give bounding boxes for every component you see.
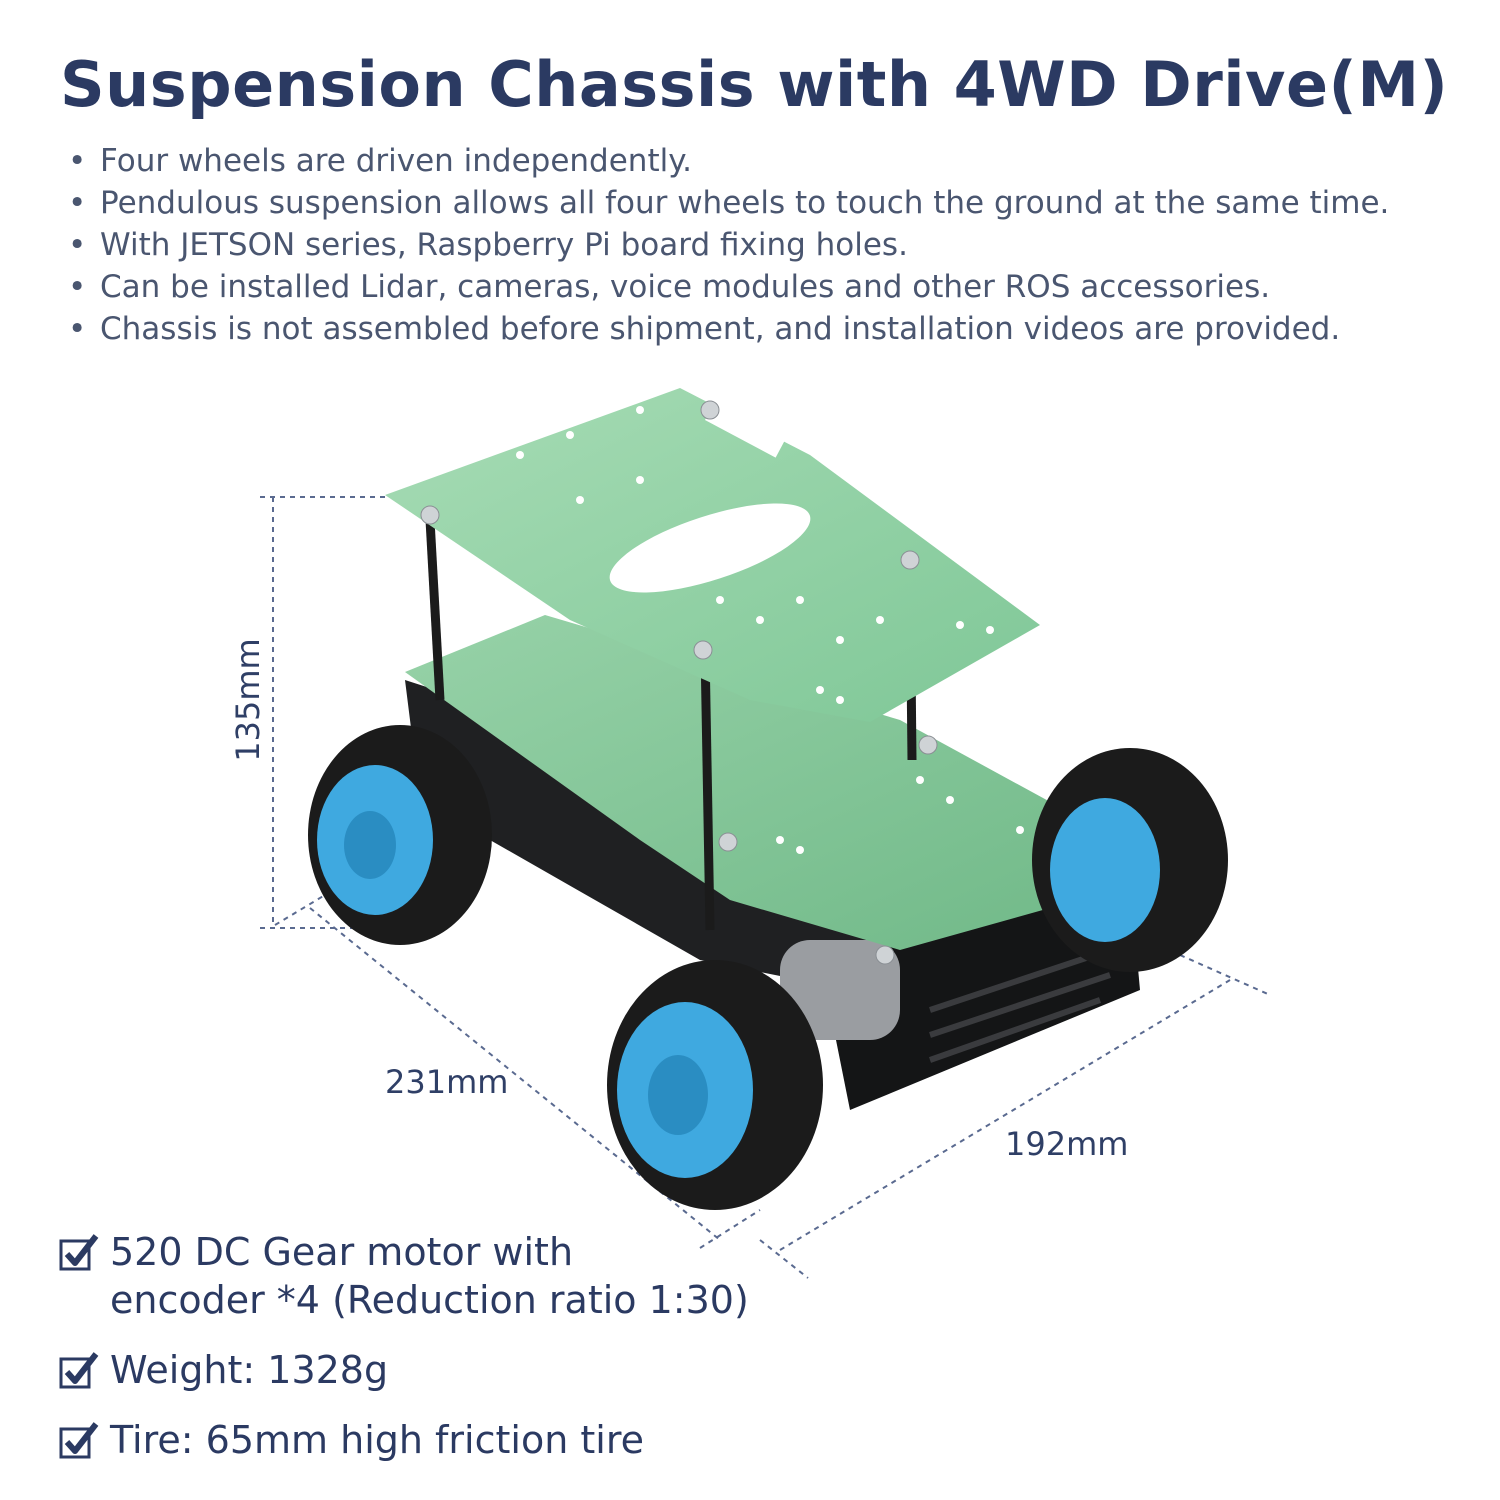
checkbox-checked-icon xyxy=(59,1234,99,1271)
spec-motor-line1: 520 DC Gear motor with xyxy=(110,1230,574,1274)
feature-item: Can be installed Lidar, cameras, voice m… xyxy=(62,266,1389,308)
feature-item: With JETSON series, Raspberry Pi board f… xyxy=(62,224,1389,266)
length-dimension: 231mm xyxy=(385,1063,509,1101)
checkbox-checked-icon xyxy=(59,1422,99,1459)
checkbox-checked-icon xyxy=(59,1352,99,1389)
spec-item-tire: Tire: 65mm high friction tire xyxy=(58,1416,749,1464)
spec-list: 520 DC Gear motor with encoder *4 (Reduc… xyxy=(58,1228,749,1486)
feature-list: Four wheels are driven independently. Pe… xyxy=(62,140,1389,350)
spec-item-weight: Weight: 1328g xyxy=(58,1346,749,1394)
page-title: Suspension Chassis with 4WD Drive(M) xyxy=(60,48,1449,121)
wheel-rear-right xyxy=(1032,748,1228,972)
lower-plate xyxy=(405,615,1150,950)
height-dimension: 135mm xyxy=(229,638,267,762)
spec-item-motor: 520 DC Gear motor with encoder *4 (Reduc… xyxy=(58,1228,749,1324)
feature-item: Pendulous suspension allows all four whe… xyxy=(62,182,1389,224)
chassis-illustration xyxy=(260,388,1271,1279)
width-dimension: 192mm xyxy=(1005,1125,1129,1163)
mounting-holes xyxy=(516,406,1024,854)
wheel-front-left xyxy=(607,960,823,1210)
dimension-lines xyxy=(260,496,1271,1279)
feature-item: Chassis is not assembled before shipment… xyxy=(62,308,1389,350)
spec-tire: Tire: 65mm high friction tire xyxy=(110,1418,644,1462)
feature-item: Four wheels are driven independently. xyxy=(62,140,1389,182)
spec-weight: Weight: 1328g xyxy=(110,1348,389,1392)
spec-motor-line2: encoder *4 (Reduction ratio 1:30) xyxy=(110,1278,749,1322)
wheel-rear-left xyxy=(308,725,492,945)
